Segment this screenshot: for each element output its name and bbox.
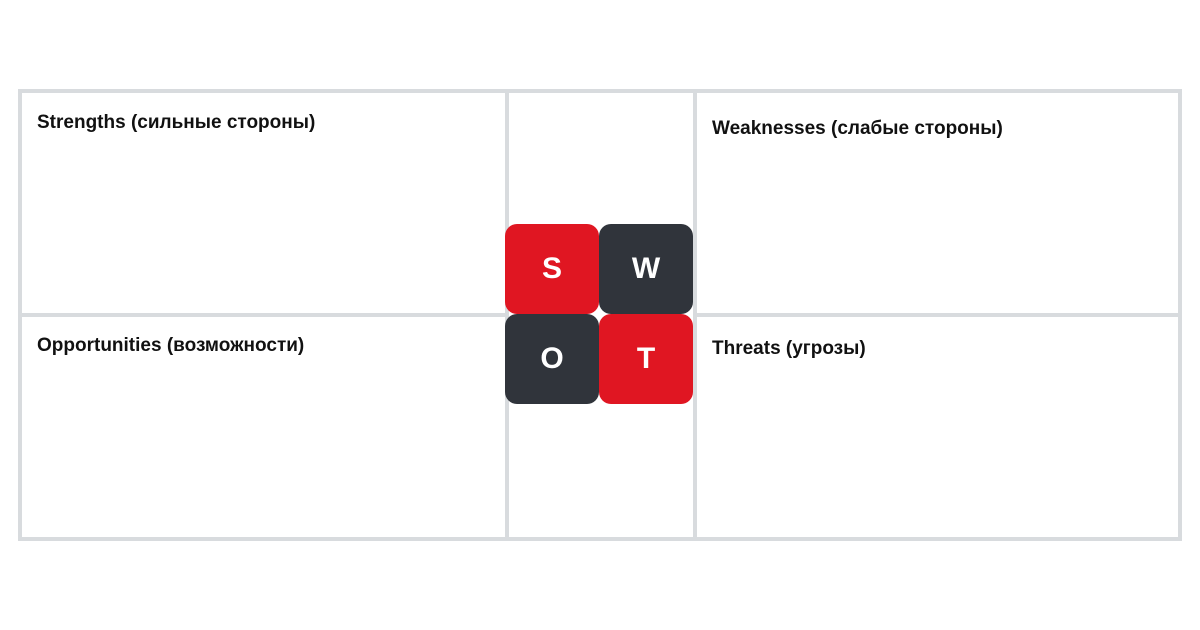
strengths-label: Strengths (сильные стороны)	[37, 112, 316, 133]
opportunities-cell	[18, 313, 509, 541]
threats-label: Threats (угрозы)	[712, 338, 866, 359]
weaknesses-label: Weaknesses (слабые стороны)	[712, 118, 1003, 139]
swot-tile-w: W	[599, 224, 693, 314]
strengths-cell	[18, 89, 509, 317]
swot-tile-t: T	[599, 314, 693, 404]
threats-cell	[693, 313, 1182, 541]
opportunities-label: Opportunities (возможности)	[37, 335, 305, 356]
swot-tile-s: S	[505, 224, 599, 314]
swot-tile-o: O	[505, 314, 599, 404]
